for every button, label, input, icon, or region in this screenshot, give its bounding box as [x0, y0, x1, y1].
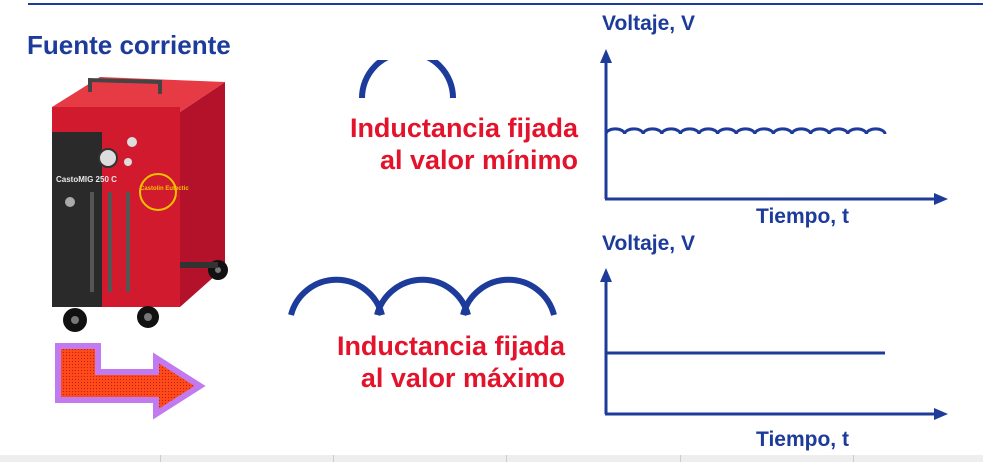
graph2-axes — [600, 268, 948, 420]
min-label-line2: al valor mínimo — [379, 145, 578, 175]
min-label-line1: Inductancia fijada — [349, 113, 578, 143]
welding-machine-image: CastoMIG 250 C Castolin Eutectic — [52, 77, 228, 332]
machine-brand-text: Castolin Eutectic — [140, 186, 189, 192]
top-rule — [28, 3, 983, 5]
bottom-strip — [0, 455, 983, 462]
graph1-voltage-ripple-line — [604, 127, 887, 135]
triple-arc-icon — [288, 276, 557, 316]
graph1-y-arrowhead — [600, 49, 612, 63]
graph1-x-arrowhead — [934, 193, 948, 205]
graph2-y-arrowhead — [600, 268, 612, 282]
max-inductance-label: Inductancia fijada al valor máximo — [280, 330, 565, 394]
max-label-line2: al valor máximo — [360, 363, 565, 393]
graph1-axes — [600, 49, 948, 205]
graph1-xlabel: Tiempo, t — [756, 205, 849, 228]
max-label-line1: Inductancia fijada — [336, 331, 565, 361]
min-inductance-label: Inductancia fijada al valor mínimo — [290, 112, 578, 176]
graph2-x-arrowhead — [934, 408, 948, 420]
power-source-heading: Fuente corriente — [27, 30, 231, 60]
machine-model-text: CastoMIG 250 C — [56, 175, 117, 184]
graph1-ylabel: Voltaje, V — [602, 12, 695, 35]
bent-arrow-icon — [55, 343, 206, 420]
graph2-xlabel: Tiempo, t — [756, 428, 849, 451]
graph2-ylabel: Voltaje, V — [602, 232, 695, 255]
single-arc-icon — [359, 60, 456, 99]
